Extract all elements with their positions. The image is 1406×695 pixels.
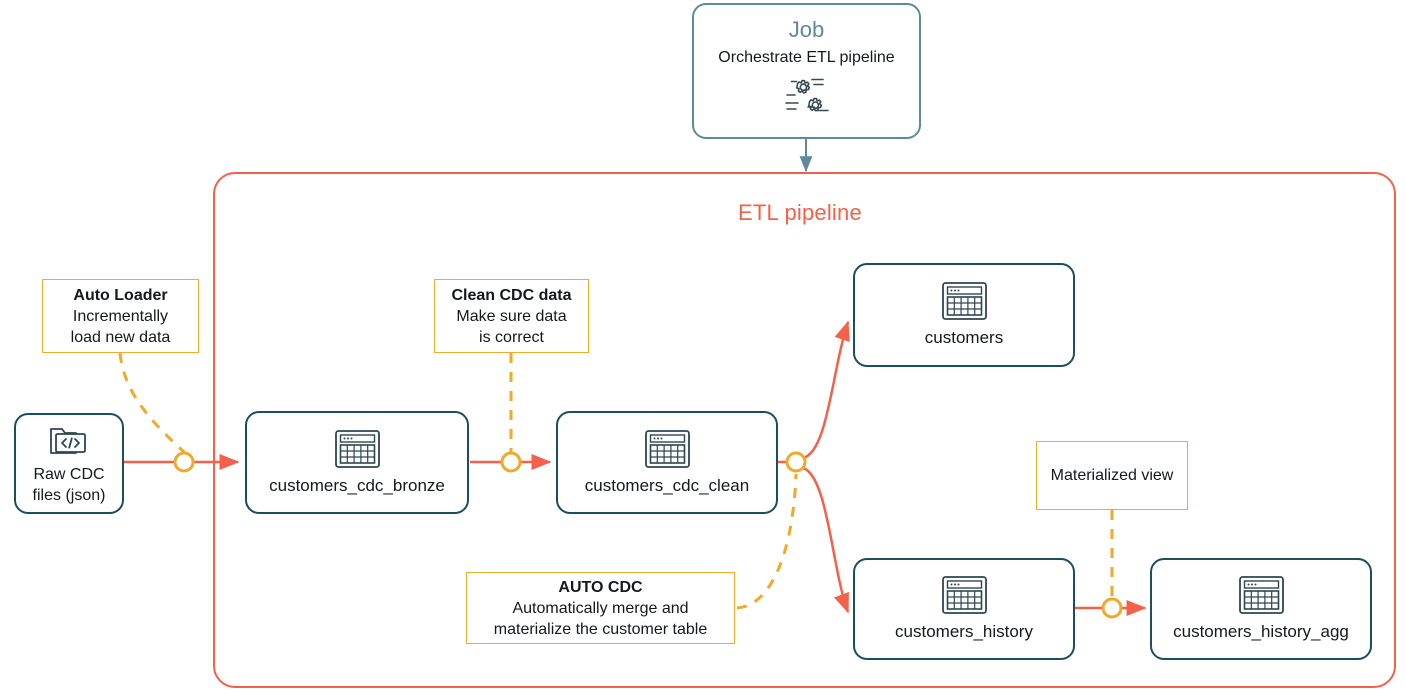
node-customers-history[interactable]: customers_history bbox=[853, 558, 1075, 660]
note-title: Clean CDC data bbox=[451, 286, 572, 304]
table-icon bbox=[941, 281, 988, 321]
note-body: Incrementally load new data bbox=[70, 307, 171, 346]
note-body: Make sure data is correct bbox=[456, 307, 567, 346]
folder-code-icon bbox=[47, 422, 91, 458]
note-auto-cdc: AUTO CDC Automatically merge and materia… bbox=[466, 572, 735, 644]
node-label: customers_history bbox=[895, 622, 1033, 641]
node-customers[interactable]: customers bbox=[853, 263, 1075, 367]
note-auto-loader: Auto Loader Incrementally load new data bbox=[42, 279, 199, 353]
table-icon bbox=[1238, 575, 1285, 615]
note-materialized-view: Materialized view bbox=[1036, 441, 1188, 510]
etl-pipeline-title: ETL pipeline bbox=[738, 200, 862, 225]
node-label: customers bbox=[924, 328, 1004, 347]
node-label: customers_history_agg bbox=[1173, 622, 1349, 641]
job-title: Job bbox=[788, 17, 825, 42]
node-customers-cdc-bronze[interactable]: customers_cdc_bronze bbox=[245, 411, 469, 514]
etl-pipeline-container bbox=[213, 172, 1396, 688]
node-customers-cdc-clean[interactable]: customers_cdc_clean bbox=[556, 411, 778, 514]
node-label: customers_cdc_clean bbox=[584, 475, 750, 495]
connector-dot-auto-loader bbox=[173, 451, 195, 473]
note-title: Auto Loader bbox=[73, 286, 168, 304]
node-label: Raw CDC files (json) bbox=[32, 465, 106, 504]
note-body: Materialized view bbox=[1050, 467, 1174, 484]
table-icon bbox=[644, 429, 691, 469]
node-label: customers_cdc_bronze bbox=[269, 475, 445, 495]
node-customers-history-agg[interactable]: customers_history_agg bbox=[1150, 558, 1372, 660]
table-icon bbox=[941, 575, 988, 615]
leader-auto-loader bbox=[118, 352, 186, 454]
gears-pipeline-icon bbox=[784, 75, 830, 120]
table-icon bbox=[334, 429, 381, 469]
job-subtitle: Orchestrate ETL pipeline bbox=[718, 49, 895, 66]
note-clean-cdc: Clean CDC data Make sure data is correct bbox=[434, 279, 589, 353]
note-title: AUTO CDC bbox=[558, 578, 643, 596]
node-raw-cdc-files[interactable]: Raw CDC files (json) bbox=[14, 413, 124, 514]
note-body: Automatically merge and materialize the … bbox=[493, 599, 708, 638]
job-node[interactable]: Job Orchestrate ETL pipeline bbox=[692, 3, 921, 139]
